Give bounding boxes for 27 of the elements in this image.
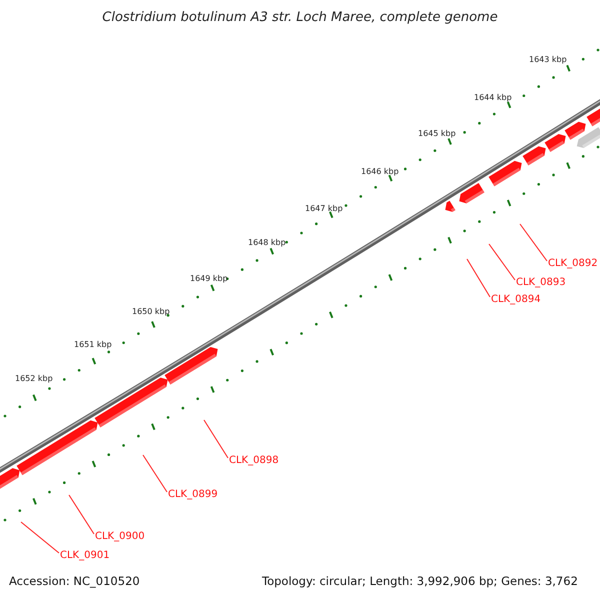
leader-line (488, 244, 516, 280)
scale-label: 1648 kbp (248, 239, 286, 247)
gene-label: CLK_0901 (60, 551, 110, 561)
scale-label: 1652 kbp (15, 375, 53, 383)
accession-text: Accession: NC_010520 (9, 576, 140, 588)
gene-label: CLK_0898 (229, 456, 279, 466)
leader-line (466, 258, 490, 298)
gene-label: CLK_0894 (491, 295, 541, 305)
leader-line (520, 224, 548, 262)
summary-text: Topology: circular; Length: 3,992,906 bp; Genes: 3,762 (262, 576, 578, 588)
leader-line (142, 454, 168, 492)
leader-line (20, 522, 60, 554)
scale-label: 1647 kbp (305, 205, 343, 213)
scale-label: 1645 kbp (418, 130, 456, 138)
scale-label: 1646 kbp (361, 168, 399, 176)
gene-label: CLK_0893 (516, 278, 566, 288)
gene-label: CLK_0899 (168, 490, 218, 500)
diagram-title: Clostridium botulinum A3 str. Loch Maree, complete genome (101, 11, 499, 24)
scale-label: 1651 kbp (74, 341, 112, 349)
scale-label: 1649 kbp (190, 275, 228, 283)
scale-label: 1644 kbp (474, 94, 512, 102)
scale-label: 1643 kbp (529, 56, 567, 64)
leader-line (68, 494, 94, 534)
leader-line (204, 420, 228, 458)
scale-label: 1650 kbp (132, 308, 170, 316)
gene-label: CLK_0892 (548, 259, 598, 269)
gene-label: CLK_0900 (95, 532, 145, 542)
